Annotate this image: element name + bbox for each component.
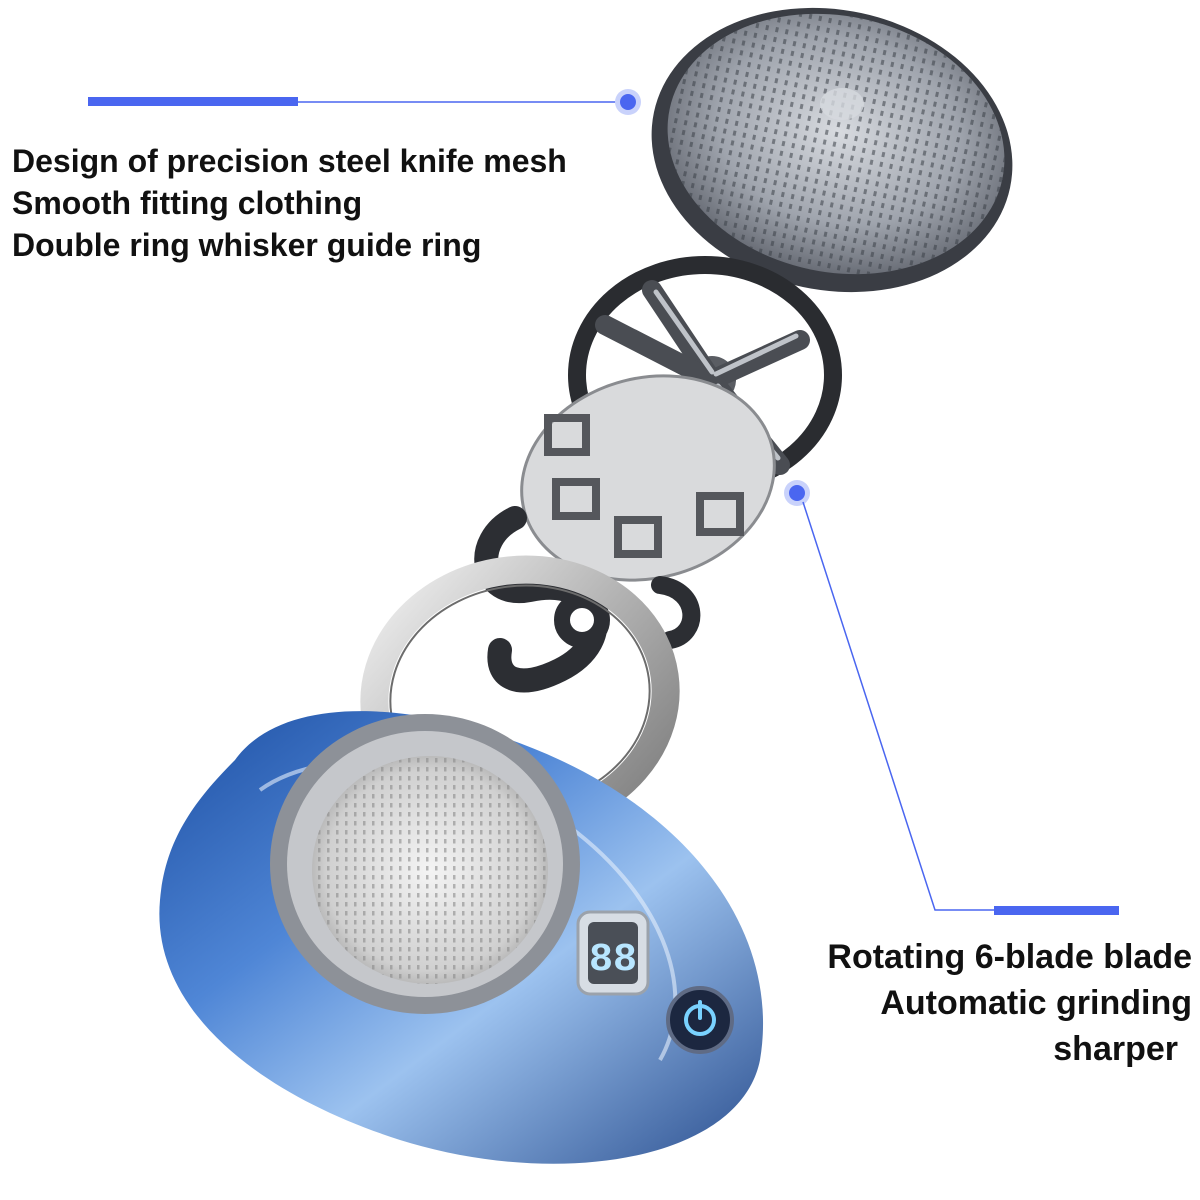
power-icon[interactable] — [666, 986, 734, 1054]
knife-mesh-cap — [651, 7, 1013, 293]
patterned-disc — [520, 374, 776, 582]
top-leader-line — [88, 89, 641, 115]
top-callout: Design of precision steel knife mesh Smo… — [12, 140, 567, 266]
digital-display-icon: 88 — [576, 910, 650, 996]
bottom-callout-line-2: Automatic grinding — [880, 984, 1192, 1022]
top-callout-line-2: Smooth fitting clothing — [12, 185, 363, 221]
bottom-leader-line — [784, 480, 1119, 915]
shaver-body — [159, 711, 764, 1164]
svg-text:88: 88 — [589, 938, 637, 983]
bottom-callout-line-1: Rotating 6-blade blade — [827, 938, 1192, 976]
bottom-callout-line-3: sharper — [1053, 1030, 1178, 1068]
top-callout-line-1: Design of precision steel knife mesh — [12, 143, 567, 179]
bottom-callout: Rotating 6-blade blade Automatic grindin… — [827, 934, 1192, 1072]
top-callout-line-3: Double ring whisker guide ring — [12, 227, 482, 263]
